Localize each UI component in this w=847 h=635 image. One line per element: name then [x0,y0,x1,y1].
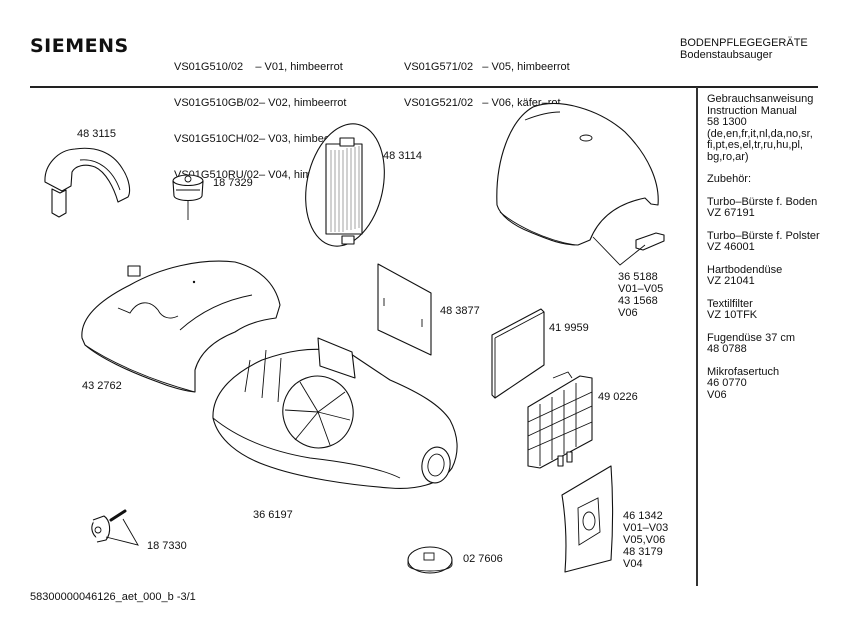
accessory-number: 46 0770 [707,377,747,389]
manual-number: 58 1300 [707,116,747,128]
part-label-filter-pad: 48 3877 [440,305,480,317]
accessory-item: Turbo–Bürste f. Boden VZ 67191 [707,195,842,220]
part-variant: V01–V05 [618,283,664,295]
document-id: 58300000046126_aet_000_b -3/1 [30,591,196,603]
part-number: 48 3179 [623,546,663,558]
part-number: 48 3877 [440,305,480,317]
accessory-item: Fugendüse 37 cm 48 0788 [707,331,842,356]
part-label-housing: 36 6197 [253,509,293,521]
part-variant: V06 [618,307,638,319]
dust-bag-part[interactable] [561,465,614,573]
part-number: 46 1342 [623,510,663,522]
category-title: BODENPFLEGEGERÄTE [680,37,808,49]
part-label-wheel: 18 7330 [147,540,187,552]
category-subtitle: Bodenstaubsauger [680,49,773,61]
part-number: 18 7329 [213,177,253,189]
part-number: 18 7330 [147,540,187,552]
accessory-name: Hartbodendüse [707,263,783,276]
manual-languages: (de,en,fr,it,nl,da,no,sr, [707,127,813,140]
accessory-item: Turbo–Bürste f. Polster VZ 46001 [707,229,842,254]
part-number: 43 1568 [618,295,658,307]
accessory-number: VZ 67191 [707,207,755,219]
cord-reel-cap-part[interactable] [407,546,453,574]
hose-holder-part[interactable] [44,147,131,218]
accessory-name: Turbo–Bürste f. Boden [707,195,818,208]
part-number: 41 9959 [549,322,589,334]
part-label-filter-frame: 49 0226 [598,391,638,403]
part-label-motor-filter: 48 3114 [383,150,422,162]
filter-pad-part[interactable] [377,263,432,356]
accessory-item: Hartbodendüse VZ 21041 [707,263,842,288]
accessory-item: Textilfilter VZ 10TFK [707,297,842,322]
part-number: 43 2762 [82,380,122,392]
part-label-dust-bag: 46 1342 V01–V03 V05,V06 48 3179 V04 [623,510,668,570]
accessory-number: VZ 10TFK [707,309,758,321]
header-divider [30,86,818,88]
sidebar-divider [696,87,698,586]
part-variant: V04 [623,558,643,570]
model-line: VS01G510GB/02– V02, himbeerrot [174,97,347,109]
accessory-number: VZ 46001 [707,241,755,253]
accessories-sidebar: Gebrauchsanweisung Instruction Manual 58… [707,93,842,412]
motor-filter-part[interactable] [295,116,395,253]
part-number: 36 6197 [253,509,293,521]
accessory-variant: V06 [707,388,727,401]
model-line: VS01G571/02 – V05, himbeerrot [404,61,570,73]
part-label-top-cover: 36 5188 V01–V05 43 1568 V06 [618,271,663,319]
filter-frame-part[interactable] [527,371,593,469]
wheel-part[interactable] [90,509,139,546]
part-label-hose-holder: 48 3115 [77,128,116,140]
accessory-name: Turbo–Bürste f. Polster [707,229,820,242]
part-label-exhaust-filter: 41 9959 [549,322,589,334]
brand-logo: SIEMENS [30,35,129,57]
accessories-heading-block: Zubehör: [707,173,842,186]
exhaust-filter-part[interactable] [491,308,545,399]
knob-part[interactable] [172,174,204,220]
accessory-name: Mikrofasertuch [707,365,780,378]
accessory-number: VZ 21041 [707,275,755,287]
model-line: VS01G510/02 – V01, himbeerrot [174,61,343,73]
part-number: 49 0226 [598,391,638,403]
manual-languages: bg,ro,ar) [707,150,749,163]
lid-part[interactable] [81,260,281,393]
manual-title-de: Gebrauchsanweisung [707,93,814,105]
part-number: 48 3115 [77,128,116,140]
manual-block: Gebrauchsanweisung Instruction Manual 58… [707,93,842,163]
part-variant: V05,V06 [623,534,666,546]
part-number: 02 7606 [463,553,503,565]
accessories-heading: Zubehör: [707,173,752,185]
category-block: BODENPFLEGEGERÄTE Bodenstaubsauger [680,37,808,61]
part-variant: V01–V03 [623,522,669,534]
accessory-number: 48 0788 [707,343,747,355]
part-label-lid: 43 2762 [82,380,122,392]
manual-languages: fi,pt,es,el,tr,ru,hu,pl, [707,139,803,151]
part-label-knob: 18 7329 [213,177,253,189]
accessory-name: Textilfilter [707,297,753,310]
manual-title-en: Instruction Manual [707,104,797,117]
accessory-name: Fugendüse 37 cm [707,331,796,344]
accessory-item: Mikrofasertuch 46 0770 V06 [707,365,842,402]
part-number: 36 5188 [618,271,658,283]
part-label-cord-reel-cap: 02 7606 [463,553,503,565]
part-number: 48 3114 [383,150,422,162]
housing-part[interactable] [212,337,458,489]
top-cover-part[interactable] [496,103,665,266]
